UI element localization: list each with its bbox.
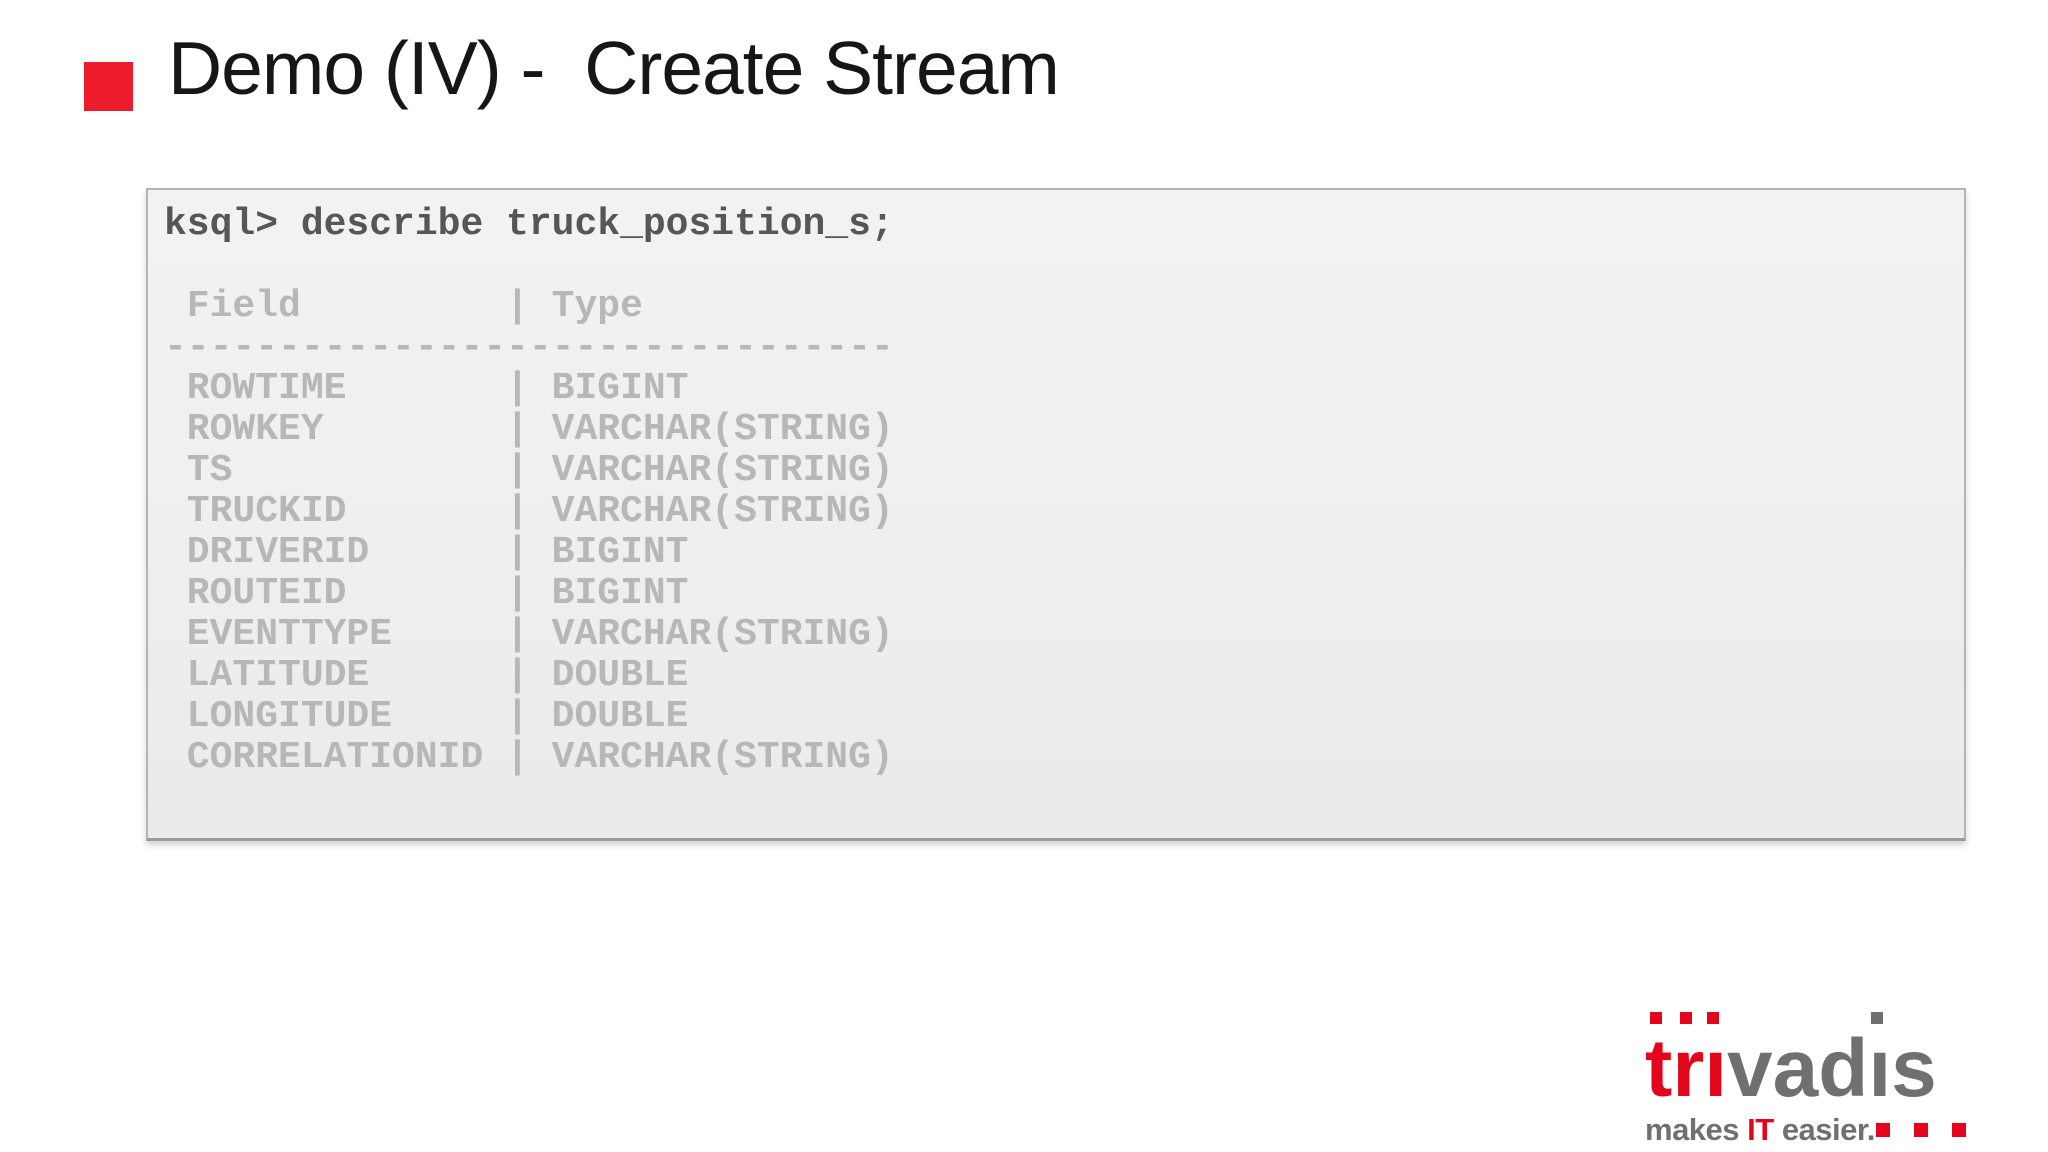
terminal-table: Field | Type ---------------------------… bbox=[164, 285, 894, 779]
logo-letter: ı bbox=[1868, 1012, 1891, 1110]
logo-letter: ı bbox=[1704, 1012, 1727, 1110]
logo-letter: d bbox=[1818, 1023, 1868, 1114]
logo-letter: r bbox=[1672, 1012, 1704, 1110]
logo-dot-square bbox=[1914, 1123, 1928, 1137]
terminal-command: ksql> describe truck_position_s; bbox=[164, 203, 894, 246]
tagline-text: makes IT easier. bbox=[1645, 1112, 1875, 1148]
logo-letter: s bbox=[1891, 1023, 1937, 1114]
logo-letter: v bbox=[1727, 1023, 1773, 1114]
tagline-suffix: easier. bbox=[1773, 1112, 1876, 1147]
logo-dot-square bbox=[1952, 1123, 1966, 1137]
page-title: Demo (IV) - Create Stream bbox=[168, 26, 1060, 110]
tagline-prefix: makes bbox=[1645, 1112, 1748, 1147]
terminal-panel: ksql> describe truck_position_s; Field |… bbox=[146, 188, 1966, 841]
logo-dot-square bbox=[1876, 1123, 1890, 1137]
logo-letter: t bbox=[1645, 1012, 1672, 1110]
trivadis-tagline: makes IT easier. bbox=[1645, 1112, 1970, 1148]
logo-dots bbox=[1876, 1123, 1970, 1137]
tagline-highlight: IT bbox=[1747, 1112, 1774, 1147]
title-bullet-square bbox=[84, 62, 133, 111]
logo-letter: a bbox=[1772, 1023, 1819, 1114]
